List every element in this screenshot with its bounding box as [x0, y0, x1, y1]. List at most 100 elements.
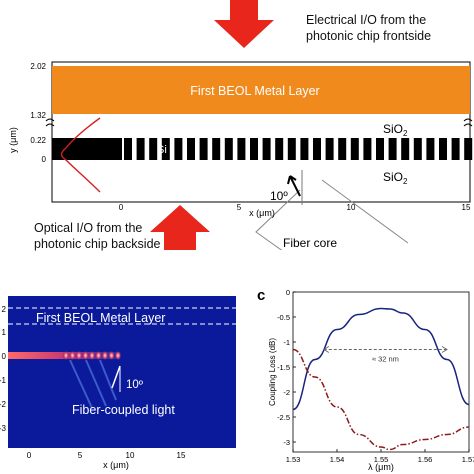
- field-x-ticks: 0 5 10 15: [27, 451, 186, 460]
- optical-io-caption: Optical I/O from the photonic chip backs…: [34, 220, 160, 252]
- svg-text:2.02: 2.02: [30, 62, 46, 71]
- svg-text:-1: -1: [0, 376, 7, 385]
- svg-text:0: 0: [27, 451, 32, 460]
- y-tick-label: -2: [283, 388, 290, 397]
- y-tick-label: -3: [283, 438, 290, 447]
- top-panel: First BEOL Metal Layer Si SiO2 SiO2 10º …: [8, 0, 473, 250]
- sio2-upper-label: SiO2: [383, 122, 408, 138]
- beam-spot: [114, 350, 122, 361]
- electrical-io-line-1: Electrical I/O from the: [306, 13, 427, 27]
- y-tick-label: -1: [283, 338, 290, 347]
- x-tick-label: 1.56: [418, 455, 433, 464]
- grating-tooth: [413, 138, 422, 160]
- svg-text:2: 2: [2, 305, 7, 314]
- grating-tooth: [161, 138, 170, 160]
- bandwidth-label: ≈ 32 nm: [372, 355, 399, 364]
- svg-text:0: 0: [42, 155, 47, 164]
- si-grating: [52, 138, 473, 160]
- y-tick-label: 0: [286, 288, 290, 297]
- svg-text:0: 0: [2, 352, 7, 361]
- metal-layer-label: First BEOL Metal Layer: [190, 84, 319, 98]
- electrical-arrow-icon: [214, 0, 274, 48]
- grating-tooth: [376, 138, 384, 160]
- beam-spot: [88, 350, 96, 361]
- grating-tooth: [174, 138, 183, 160]
- x-tick-label: 1.54: [330, 455, 345, 464]
- chart-x-axis-label: λ (μm): [368, 462, 394, 472]
- grating-tooth: [224, 138, 233, 160]
- electrical-io-line-2: photonic chip frontside: [306, 29, 432, 43]
- field-angle-label: 10º: [126, 379, 144, 391]
- svg-text:10: 10: [126, 451, 135, 460]
- series-dashdot-line: [292, 348, 470, 451]
- grating-tooth: [275, 138, 284, 160]
- field-metal-label: First BEOL Metal Layer: [36, 311, 165, 325]
- beam-spot: [101, 350, 109, 361]
- y-tick-label: -2.5: [277, 413, 290, 422]
- grating-tooth: [325, 138, 334, 160]
- svg-text:1: 1: [2, 328, 7, 337]
- si-label: Si: [157, 144, 167, 156]
- grating-tooth: [124, 138, 132, 160]
- optical-arrow-icon: [150, 205, 210, 250]
- grating-tooth: [262, 138, 271, 160]
- structure-plot-frame: [51, 61, 471, 203]
- grating-tooth: [350, 138, 359, 160]
- grating-tooth: [388, 138, 397, 160]
- beam-spot: [108, 350, 115, 361]
- chart-series: [292, 307, 470, 451]
- grating-tooth: [464, 138, 473, 160]
- svg-text:10: 10: [347, 203, 356, 212]
- sio2-lower-label: SiO2: [383, 170, 408, 186]
- fiber-core-label: Fiber core: [283, 236, 337, 250]
- y-ticks: 2.02 1.32 0.22 0: [30, 62, 46, 164]
- chart-y-axis-label: Coupling Loss (dB): [268, 338, 277, 406]
- top-x-axis-label: x (μm): [249, 208, 275, 218]
- fiber-arrow-icon: [287, 175, 301, 197]
- svg-text:0: 0: [119, 203, 124, 212]
- svg-text:0.22: 0.22: [30, 136, 46, 145]
- grating-tooth: [363, 138, 372, 160]
- x-tick-label: 1.57: [462, 455, 474, 464]
- field-background: [8, 296, 236, 448]
- svg-text:5: 5: [78, 451, 83, 460]
- mode-profile-curve: [60, 117, 101, 193]
- beam-spot: [62, 350, 70, 361]
- beam-spots: [62, 350, 122, 361]
- y-tick-label: -0.5: [277, 313, 290, 322]
- grating-tooth: [439, 138, 447, 160]
- axis-break-marks: [45, 118, 473, 127]
- optical-io-line-2: photonic chip backside: [34, 237, 161, 251]
- x-tick-label: 1.53: [286, 455, 301, 464]
- grating-tooth: [451, 138, 460, 160]
- svg-text:15: 15: [462, 203, 471, 212]
- chart-ticks: 1.53 1.54 1.55 1.56 1.57 0 -0.5 -1 -1.5 -2 -2.5 -3: [277, 288, 474, 464]
- grating-tooth: [338, 138, 347, 160]
- beam-spot: [69, 350, 76, 361]
- x-ticks: 0 5 10 15: [119, 203, 471, 212]
- field-y-ticks: 2 1 0 -1 -2 -3: [0, 305, 7, 433]
- field-x-axis-label: x (μm): [103, 460, 129, 470]
- chart-plot-frame: [292, 291, 470, 453]
- grating-tooth: [136, 138, 145, 160]
- angle-label: 10º: [270, 189, 288, 203]
- electrical-io-caption: Electrical I/O from the photonic chip fr…: [306, 12, 431, 44]
- svg-text:15: 15: [177, 451, 186, 460]
- field-angle-arrow-icon: [111, 365, 121, 389]
- grating-tooth: [287, 138, 296, 160]
- grating-tooth: [426, 138, 435, 160]
- grating-tooth: [237, 138, 246, 160]
- svg-text:1.32: 1.32: [30, 111, 46, 120]
- beam-spot: [95, 350, 102, 361]
- diffracted-light: [69, 359, 117, 409]
- top-y-axis-label: y (μm): [8, 127, 18, 153]
- panel-letter: c: [257, 287, 265, 304]
- grating-tooth: [212, 138, 221, 160]
- series-solid-line: [292, 307, 470, 411]
- y-tick-label: -1.5: [277, 363, 290, 372]
- svg-text:-2: -2: [0, 400, 7, 409]
- grating-tooth: [401, 138, 410, 160]
- x-tick-label: 1.55: [374, 455, 389, 464]
- field-simulation-panel: First BEOL Metal Layer 10º Fiber-coupled…: [0, 296, 236, 470]
- bandwidth-arrow-right-icon: [441, 346, 448, 353]
